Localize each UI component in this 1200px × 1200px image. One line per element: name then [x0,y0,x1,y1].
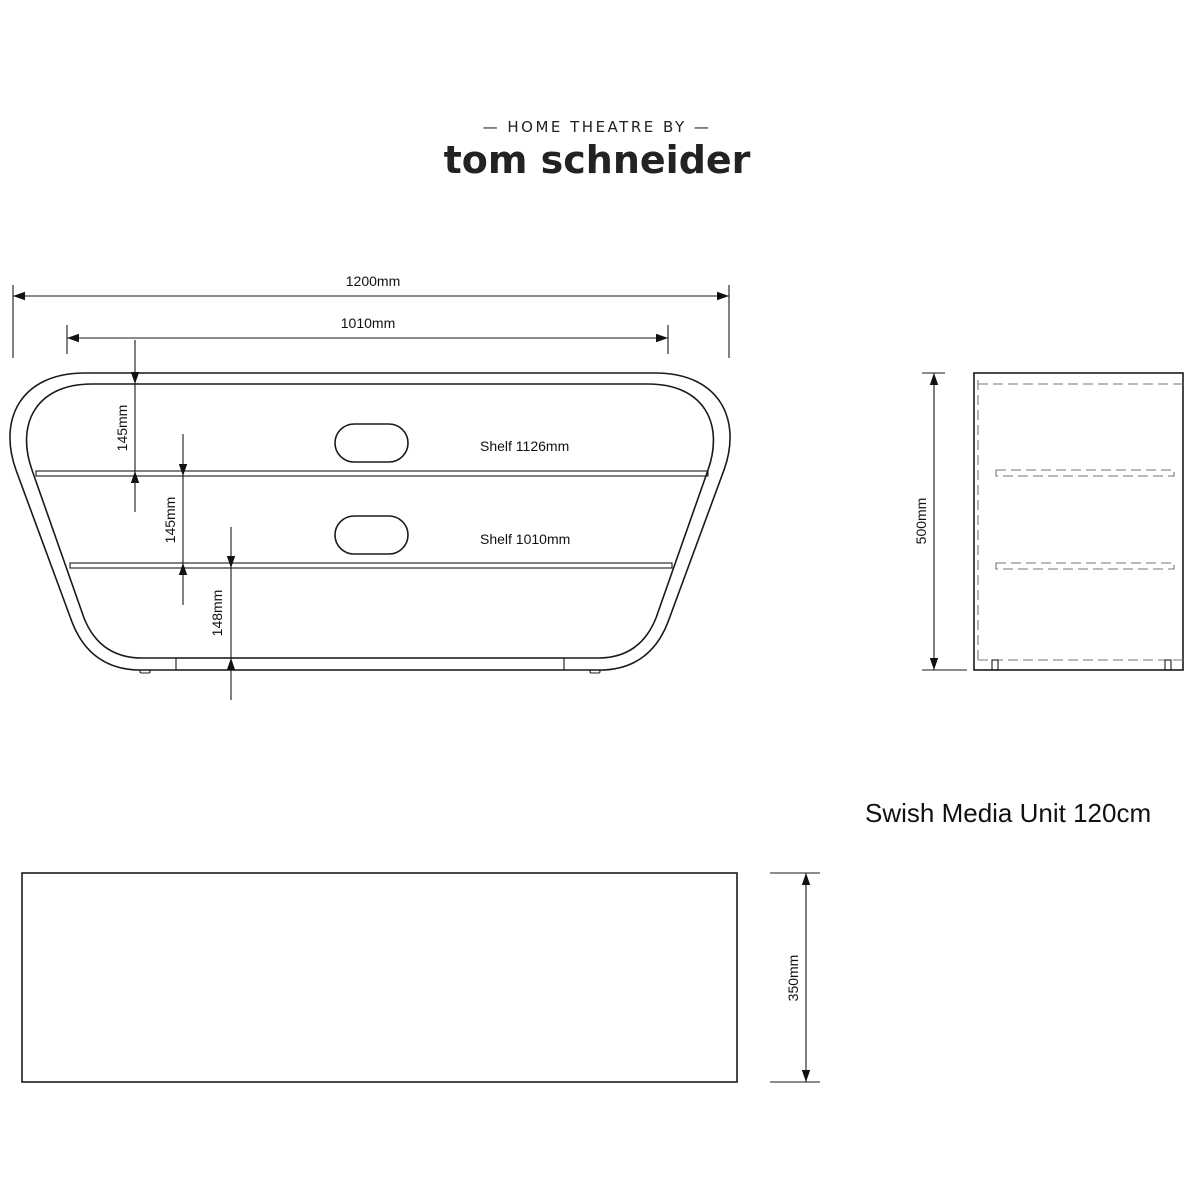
overall-width-label: 1200mm [346,273,400,289]
foot-right [589,669,601,674]
top-gap-label: 145mm [114,405,130,452]
brand-logo: — HOME THEATRE BY — tom schneider [444,118,751,182]
dimension-bottom-gap: 148mm [209,527,236,700]
dimension-depth: 350mm [770,872,820,1083]
shelf-top [35,470,709,477]
top-panel [21,872,738,1083]
side-shelf-bottom [995,562,1175,570]
foot-left [139,669,151,674]
side-foot-back [1164,659,1172,671]
side-shelf-top [995,469,1175,477]
height-label: 500mm [913,498,929,545]
dimension-inner-width: 1010mm [66,315,669,354]
dimension-overall-width: 1200mm [12,273,730,358]
cable-hole-bottom [334,515,409,555]
side-view: 500mm [913,372,1184,671]
base-plinth [175,657,565,671]
cable-hole-top [334,423,409,463]
brand-name: tom schneider [444,138,751,182]
dimension-height: 500mm [913,372,967,671]
side-foot-front [991,659,999,671]
product-title: Swish Media Unit 120cm [865,798,1151,828]
brand-subtitle: — HOME THEATRE BY — [483,118,712,136]
inner-width-label: 1010mm [341,315,395,331]
frame-inner [25,383,715,659]
top-view: 350mm [21,872,820,1083]
bottom-gap-label: 148mm [209,590,225,637]
depth-label: 350mm [785,955,801,1002]
front-view: Shelf 1126mm Shelf 1010mm 1200mm 1010mm … [9,273,731,700]
dimension-middle-gap: 145mm [162,434,188,605]
shelf-bottom-label: Shelf 1010mm [480,531,570,547]
middle-gap-label: 145mm [162,497,178,544]
shelf-bottom [69,562,673,569]
side-panel [973,372,1184,671]
dimension-top-gap: 145mm [114,340,140,512]
shelf-top-label: Shelf 1126mm [480,438,569,454]
